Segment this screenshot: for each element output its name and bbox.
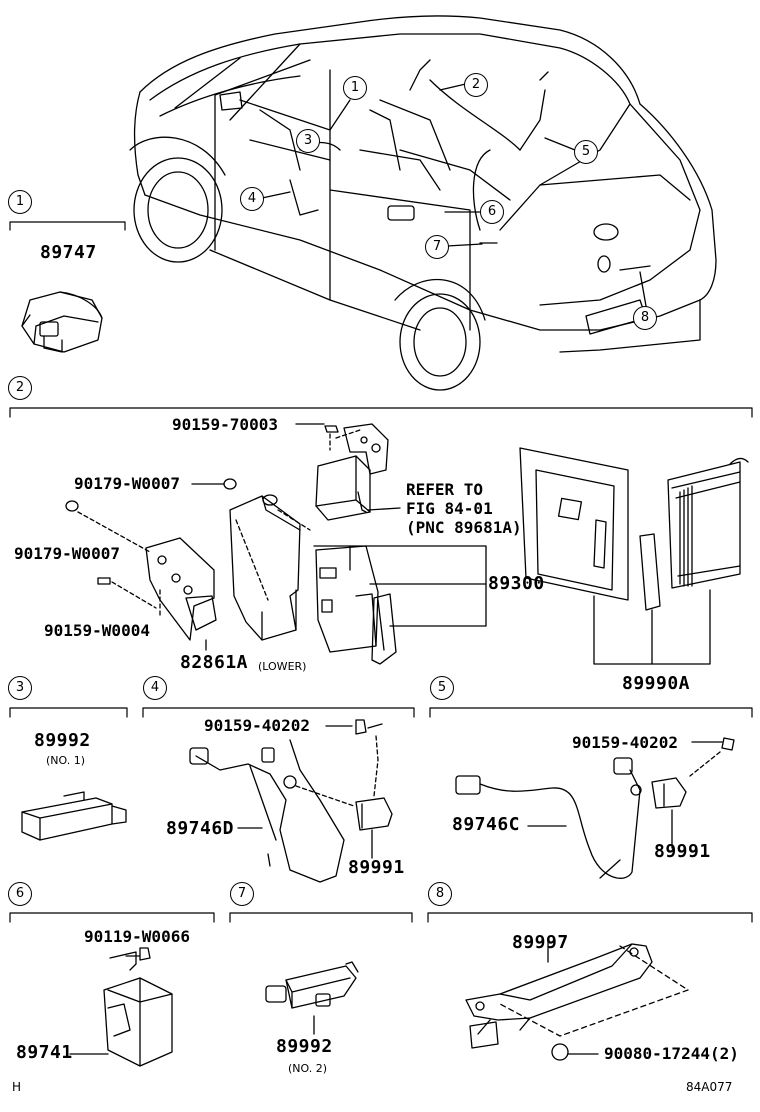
section-brackets <box>9 221 753 923</box>
part-82861a-note: (LOWER) <box>258 660 307 673</box>
callout-8: 8 <box>633 306 657 330</box>
part-89992-no1-label: 89992 <box>34 730 91 751</box>
part-89741-label: 89741 <box>16 1042 73 1063</box>
section-4-drawing <box>189 719 393 883</box>
refer-to-line-2: FIG 84-01 <box>406 499 493 518</box>
part-89991-s5-label: 89991 <box>654 841 711 862</box>
part-89992-no1-note: (NO. 1) <box>46 754 86 767</box>
part-89991-s4-label: 89991 <box>348 857 405 878</box>
part-89990a-label: 89990A <box>622 673 691 694</box>
part-89997-label: 89997 <box>512 932 569 953</box>
footer-left-code: H <box>12 1080 22 1094</box>
part-89992-no2-note: (NO. 2) <box>288 1062 328 1075</box>
part-89747-label: 89747 <box>40 242 97 263</box>
figure-code: 84A077 <box>686 1080 733 1094</box>
callout-4: 4 <box>240 187 264 211</box>
nut-90179-w0007-lower-label: 90179-W0007 <box>14 544 120 563</box>
callout-7: 7 <box>425 235 449 259</box>
callout-5: 5 <box>574 140 598 164</box>
car-overview-drawing <box>129 15 717 391</box>
section-1-number: 1 <box>8 190 32 214</box>
part-89300-label: 89300 <box>488 573 545 594</box>
part-82861a-label: 82861A <box>180 652 249 673</box>
section-2-number: 2 <box>8 376 32 400</box>
part-89741-drawing <box>69 947 173 1067</box>
section-4-number: 4 <box>143 676 167 700</box>
refer-to-line-1: REFER TO <box>406 480 484 499</box>
callout-2: 2 <box>464 73 488 97</box>
nut-90179-w0007-upper-label: 90179-W0007 <box>74 474 180 493</box>
part-89997-drawing <box>465 939 689 1061</box>
part-89992-no1-drawing <box>21 791 127 841</box>
part-89992-no2-label: 89992 <box>276 1036 333 1057</box>
bolt-90159-70003-label: 90159-70003 <box>172 415 278 434</box>
callout-3: 3 <box>296 129 320 153</box>
section-3-number: 3 <box>8 676 32 700</box>
section-7-number: 7 <box>230 882 254 906</box>
refer-to-line-3: (PNC 89681A) <box>406 518 522 537</box>
callout-6: 6 <box>480 200 504 224</box>
callout-1: 1 <box>343 76 367 100</box>
bolt-90159-40202-s5-label: 90159-40202 <box>572 733 678 752</box>
bolt-90159-w0004-label: 90159-W0004 <box>44 621 150 640</box>
bolt-90119-w0066-label: 90119-W0066 <box>84 927 190 946</box>
section-6-number: 6 <box>8 882 32 906</box>
part-89747-drawing <box>21 291 103 353</box>
nut-90080-17244-label: 90080-17244(2) <box>604 1044 739 1063</box>
section-2-drawing <box>65 423 749 665</box>
part-89746c-label: 89746C <box>452 814 521 835</box>
part-89992-no2-drawing <box>265 961 359 1035</box>
part-89746d-label: 89746D <box>166 818 235 839</box>
section-5-number: 5 <box>430 676 454 700</box>
section-5-drawing <box>455 737 735 879</box>
section-8-number: 8 <box>428 882 452 906</box>
bolt-90159-40202-s4-label: 90159-40202 <box>204 716 310 735</box>
